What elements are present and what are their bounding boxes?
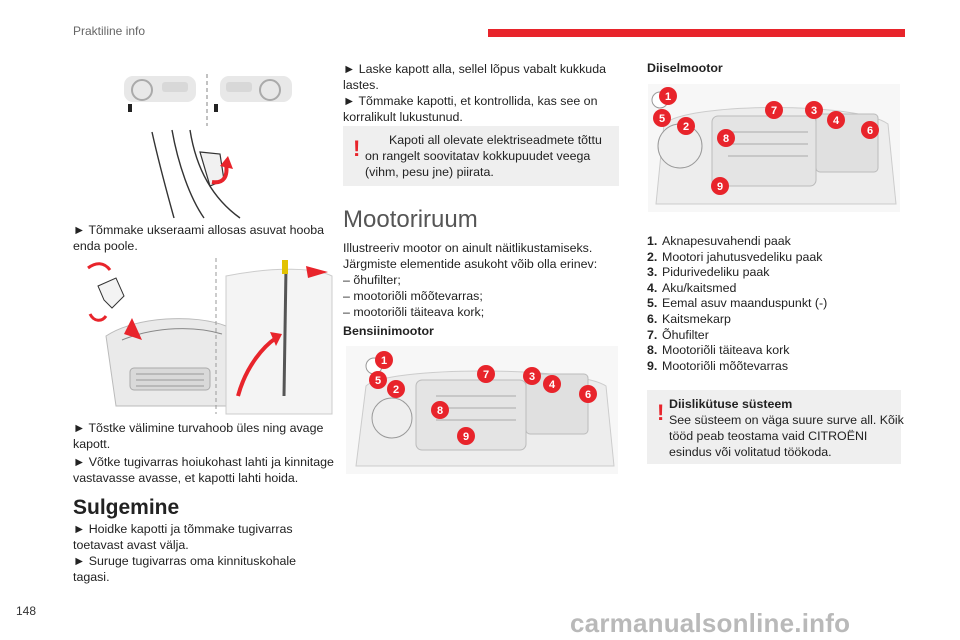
callout-label: 9 <box>463 431 469 443</box>
list-item: 6.Kaitsmekarp <box>647 311 731 326</box>
list-item: 8.Mootoriõli täiteava kork <box>647 343 790 358</box>
petrol-engine-diagram: 1 5 2 3 4 6 7 8 9 <box>346 346 618 474</box>
closing-heading: Sulgemine <box>73 496 180 519</box>
hood-release-lever-illustration <box>124 74 292 219</box>
diesel-warning-title: Diislikütuse süsteem <box>669 397 793 411</box>
callout-label: 5 <box>375 375 381 387</box>
list-item: 3.Pidurivedeliku paak <box>647 265 770 280</box>
running-header: Praktiline info <box>73 24 146 38</box>
diesel-warning-text: See süsteem on väga suure surve all. Kõi… <box>669 413 904 459</box>
callout-label: 2 <box>683 121 689 133</box>
instruction-close-hold: ► Hoidke kapotti ja tõmmake tugivarras t… <box>73 522 293 552</box>
instruction-pull-lever: ► Tõmmake ukseraami allosas asuvat hooba… <box>73 223 325 253</box>
callout-label: 4 <box>833 115 840 127</box>
callout-label: 8 <box>723 133 729 145</box>
callout-label: 7 <box>483 369 489 381</box>
callout-label: 1 <box>665 91 671 103</box>
bullet-item: – mootoriõli täiteava kork; <box>343 305 485 319</box>
intro-text: Illustreeriv mootor on ainult näitlikust… <box>343 241 598 271</box>
instruction-check-lock: ► Tõmmake kapotti, et kontrollida, kas s… <box>343 94 598 124</box>
warning-text: Kapoti all olevate elektriseadmete tõttu… <box>365 133 602 179</box>
callout-label: 6 <box>867 125 873 137</box>
callout-label: 7 <box>771 105 777 117</box>
callout-label: 3 <box>529 371 535 383</box>
list-item: 1.Aknapesuvahendi paak <box>647 234 791 248</box>
page-number: 148 <box>16 604 37 618</box>
callout-label: 9 <box>717 181 723 193</box>
diesel-engine-diagram: 1 5 2 3 4 6 7 8 9 <box>648 84 900 212</box>
callout-label: 8 <box>437 405 443 417</box>
list-item: 9.Mootoriõli mõõtevarras <box>647 358 789 373</box>
bullet-item: – mootoriõli mõõtevarras; <box>343 289 483 303</box>
list-item: 7.Õhufilter <box>647 327 709 342</box>
instruction-prop-rod: ► Võtke tugivarras hoiukohast lahti ja k… <box>73 455 334 485</box>
bullet-item: – õhufilter; <box>343 273 401 287</box>
warning-box-diesel: ! Diislikütuse süsteem See süsteem on vä… <box>647 390 904 464</box>
callout-label: 6 <box>585 389 591 401</box>
section-heading: Mootoriruum <box>343 206 478 233</box>
list-item: 4.Aku/kaitsmed <box>647 280 737 295</box>
callout-label: 4 <box>549 379 556 391</box>
hood-safety-catch-illustration <box>87 258 333 415</box>
instruction-lower-hood: ► Laske kapott alla, sellel lõpus vabalt… <box>343 62 606 92</box>
warning-exclamation-icon: ! <box>657 400 665 425</box>
callout-label: 3 <box>811 105 817 117</box>
warning-exclamation-icon: ! <box>353 136 361 161</box>
list-item: 2.Mootori jahutusvedeliku paak <box>647 249 823 264</box>
instruction-lift-catch: ► Tõstke välimine turvahoob üles ning av… <box>73 421 324 451</box>
watermark: carmanualsonline.info <box>570 608 851 638</box>
callout-label: 2 <box>393 384 399 396</box>
warning-box-electrical: ! Kapoti all olevate elektriseadmete tõt… <box>343 126 619 186</box>
diesel-engine-heading: Diiselmootor <box>647 61 723 75</box>
callout-label: 1 <box>381 355 387 367</box>
header-accent-bar <box>488 29 905 37</box>
callout-label: 5 <box>659 113 665 125</box>
component-legend-list: 1.Aknapesuvahendi paak 2.Mootori jahutus… <box>647 234 903 374</box>
instruction-close-return-rod: ► Suruge tugivarras oma kinnituskohale t… <box>73 554 297 584</box>
list-item: 5.Eemal asuv maanduspunkt (-) <box>647 296 828 311</box>
petrol-engine-heading: Bensiinimootor <box>343 324 434 338</box>
